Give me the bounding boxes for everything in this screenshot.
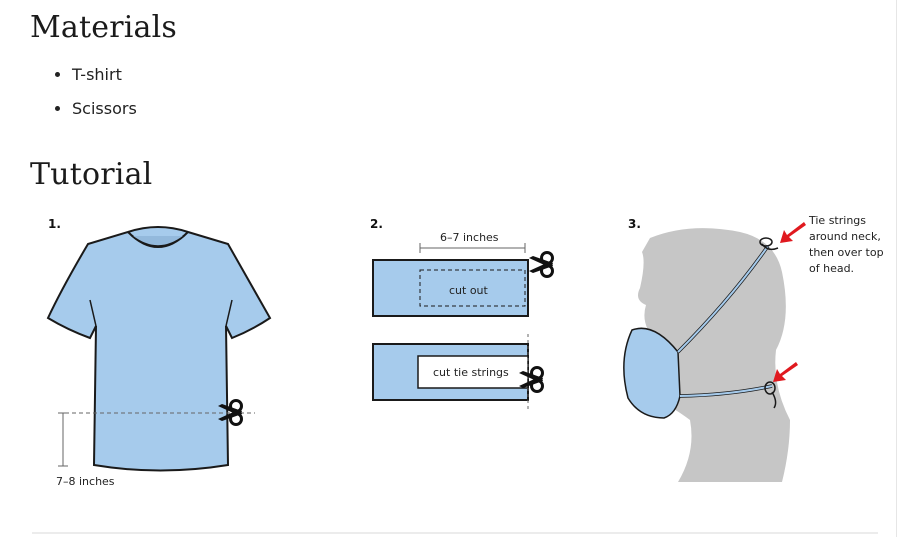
list-item: Scissors <box>72 96 137 130</box>
materials-list: T-shirt Scissors <box>52 62 137 130</box>
tutorial-heading: Tutorial <box>30 157 153 192</box>
tshirt-icon <box>46 226 272 472</box>
tie-note: Tie strings around neck, then over top o… <box>808 214 887 275</box>
list-item: T-shirt <box>72 62 137 96</box>
cut-out-label: cut out <box>449 284 489 297</box>
step-number: 2. <box>370 217 383 231</box>
materials-heading: Materials <box>30 10 178 45</box>
step-3: 3. Tie strings around neck, then over to… <box>623 214 887 482</box>
step-number: 1. <box>48 217 61 231</box>
arrow-icon <box>773 362 798 382</box>
cut-strings-label: cut tie strings <box>433 366 509 379</box>
fabric-panel <box>372 259 529 317</box>
measure-label: 6–7 inches <box>440 231 499 244</box>
mask-icon <box>623 327 681 419</box>
page-right-border <box>896 0 897 537</box>
section-divider <box>32 532 878 534</box>
step-number: 3. <box>628 217 641 231</box>
scissors-icon <box>527 251 555 278</box>
step-1: 1. 7–8 inches <box>46 217 272 488</box>
measure-label: 7–8 inches <box>56 475 115 488</box>
step-2: 2. 6–7 inches cut out cut tie strings <box>370 217 555 412</box>
head-silhouette-icon <box>638 228 790 482</box>
arrow-icon <box>780 222 806 243</box>
